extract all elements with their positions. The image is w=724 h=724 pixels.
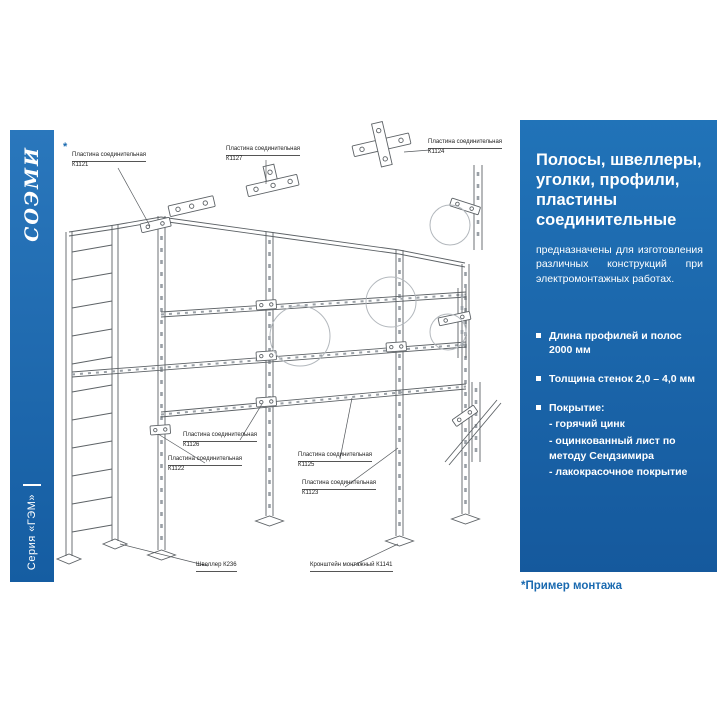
callout-k1125: Пластина соединительная К1125 [298,452,373,470]
callout-k236: Швеллер К236 [196,562,237,572]
callout-code: К1125 [298,461,315,468]
callout-text: Швеллер К236 [196,562,237,572]
callout-text: Пластина соединительная [183,432,258,442]
detail-circle [429,204,471,246]
square-bullet-icon [536,404,541,410]
horizontal-strip [160,291,467,318]
sidebar-divider [23,483,41,486]
feature-text: Толщина стенок 2,0 – 4,0 мм [549,372,696,385]
detail-circle [269,305,331,367]
upright-post [254,232,285,527]
callout-k1127: Пластина соединительная К1127 [226,146,301,164]
callout-text: Пластина соединительная [428,139,503,149]
square-bullet-icon [536,375,541,381]
feature-list: Длина профилей и полос 2000 мм Толщина с… [536,329,703,481]
detail-plate-k1127 [245,163,300,197]
panel-description: предназначены для изготовления различных… [536,243,703,285]
callout-text: Пластина соединительная [168,456,243,466]
callout-k1123: Пластина соединительная К1123 [302,480,377,498]
callout-code: К1127 [226,155,243,162]
callout-k1121: Пластина соединительная К1121 [72,152,147,170]
detail-plate-k1121 [139,217,172,234]
callout-k1141: Кронштейн монтажный К1141 [310,562,393,572]
feature-text: Покрытие: [549,401,605,414]
feature-text-group: Покрытие: - горячий цинк - оцинкованный … [549,401,703,480]
example-footnote: *Пример монтажа [521,580,623,592]
info-panel: Полосы, швеллеры, уголки, профили, пласт… [520,120,717,572]
callout-text: Пластина соединительная [298,452,373,462]
upright-post [450,264,481,525]
feature-sub-item: - лакокрасочное покрытие [549,466,688,479]
connection-plate [149,424,171,436]
upright-post [384,250,415,547]
top-beams [68,216,466,268]
connection-plate [385,341,407,353]
channel-detail [437,288,472,358]
callout-text: Пластина соединительная [302,480,377,490]
example-asterisk: * [63,141,68,153]
detail-plate-k1124 [351,121,412,168]
feature-sub-item: - горячий цинк [549,418,625,431]
detail-plate-k1126 [167,195,216,217]
connection-plate [255,396,277,408]
horizontal-strip [160,383,467,418]
callout-code: К1122 [168,465,185,472]
callout-code: К1126 [183,441,200,448]
channel-detail [444,382,502,466]
upright-post [146,216,177,561]
detail-circle [429,313,467,351]
connection-plate [255,350,277,362]
channel-detail [449,165,483,250]
connection-plate [255,299,277,311]
callout-code: К1121 [72,161,89,168]
feature-sub-item: - оцинкованный лист по методу Сендзимира [549,435,676,462]
ladder-frame [55,225,129,565]
leader-lines [117,149,431,567]
series-label: Серия «ГЭМ» [26,493,38,570]
brand-logo: СОЭМИ [21,146,43,242]
callout-text: Пластина соединительная [226,146,301,156]
detail-circle [365,276,417,328]
feature-text: Длина профилей и полос 2000 мм [549,329,682,357]
callout-code: К1124 [428,148,445,155]
brand-sidebar: СОЭМИ Серия «ГЭМ» [10,130,54,582]
callout-k1126: Пластина соединительная К1126 [183,432,258,450]
callout-code: К1123 [302,489,319,496]
callout-text: Кронштейн монтажный К1141 [310,562,393,572]
feature-item: Длина профилей и полос 2000 мм [536,329,703,358]
callout-k1124: Пластина соединительная К1124 [428,139,503,157]
callout-k1122: Пластина соединительная К1122 [168,456,243,474]
panel-title: Полосы, швеллеры, уголки, профили, пласт… [536,151,702,230]
callout-text: Пластина соединительная [72,152,147,162]
square-bullet-icon [536,332,541,338]
feature-item: Толщина стенок 2,0 – 4,0 мм [536,372,703,387]
feature-item: Покрытие: - горячий цинк - оцинкованный … [536,401,703,480]
